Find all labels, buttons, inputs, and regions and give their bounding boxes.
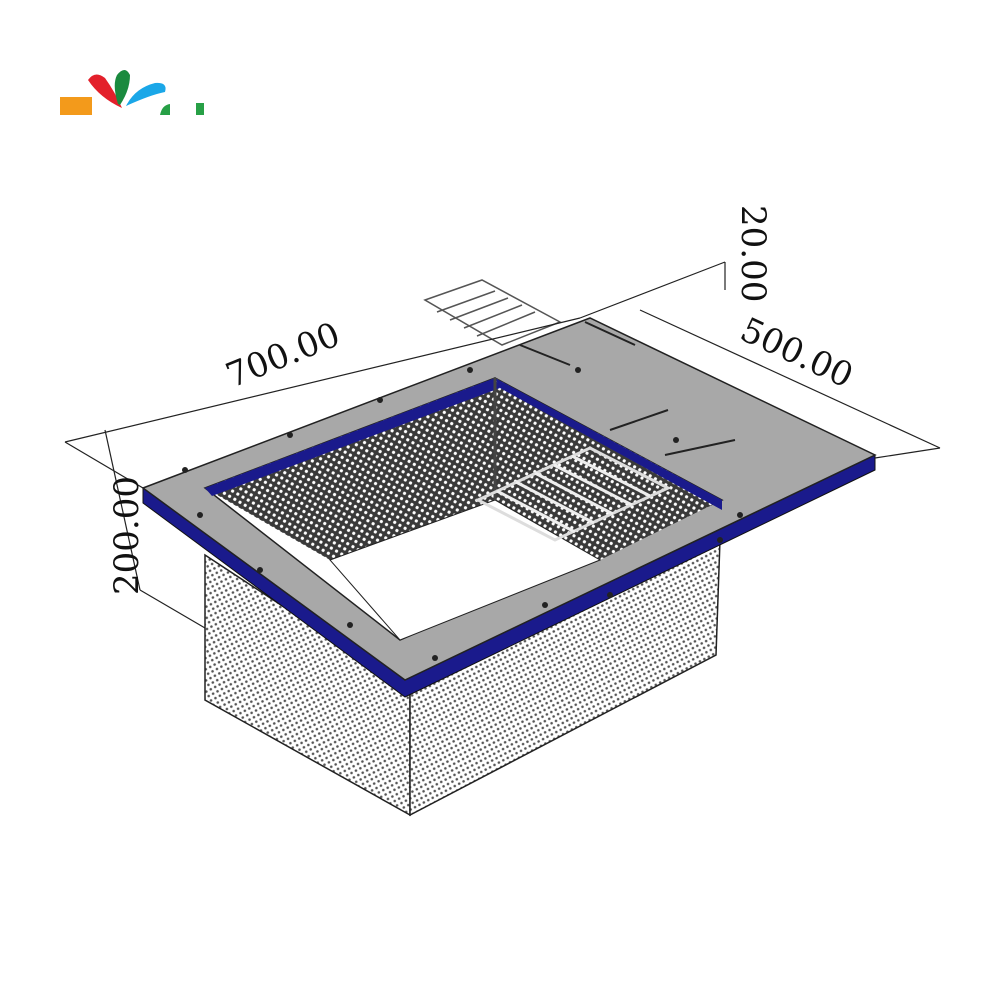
inner-edge [205, 378, 500, 496]
plate-slots [519, 321, 736, 456]
basket-inner-back-left [205, 378, 495, 560]
dimension-lines [64, 261, 941, 629]
basket-inner-back-right [495, 378, 722, 560]
dimension-length: 700.00 [220, 315, 345, 397]
inner-edge-right [495, 378, 722, 510]
dimension-width: 500.00 [734, 310, 859, 397]
brand-logo [60, 70, 204, 115]
dimension-height: 200.00 [107, 476, 147, 595]
basket-floor-view [329, 499, 602, 641]
wire-rack-back [423, 279, 562, 346]
wire-rack-front [474, 446, 672, 542]
dimension-thickness: 20.00 [733, 205, 773, 302]
mounting-holes [182, 367, 743, 661]
